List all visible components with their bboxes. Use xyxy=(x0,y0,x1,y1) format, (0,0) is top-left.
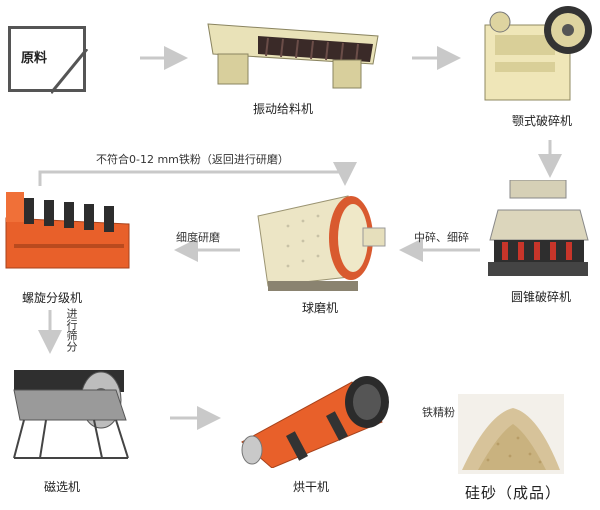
return-note-label: 不符合0-12 mm铁粉（返回进行研磨） xyxy=(96,153,289,166)
fine-grind-label: 细度研磨 xyxy=(176,231,220,244)
vibrating-feeder-image xyxy=(207,23,379,89)
cone-crusher-image xyxy=(488,180,589,276)
cone-crusher-label: 圆锥破碎机 xyxy=(511,290,572,304)
arrow-return-loop xyxy=(38,162,357,186)
jaw-crusher-image xyxy=(484,6,592,101)
dryer-label: 烘干机 xyxy=(293,480,330,494)
raw-material-label: 原料 xyxy=(21,51,48,66)
magnetic-separator-image xyxy=(13,370,129,459)
spiral-classifier-image xyxy=(5,192,130,269)
box-diagonal xyxy=(51,49,89,94)
magnetic-separator-label: 磁选机 xyxy=(44,480,81,494)
iron-powder-label: 铁精粉 xyxy=(422,406,455,419)
rotary-dryer-image xyxy=(241,376,389,468)
classifier-label: 螺旋分级机 xyxy=(22,291,83,305)
silica-sand-image xyxy=(458,394,564,474)
crush-label: 中碎、细碎 xyxy=(414,231,469,244)
ball-mill-image xyxy=(257,195,386,291)
feeder-label: 振动给料机 xyxy=(253,102,314,116)
ball-mill-label: 球磨机 xyxy=(302,301,339,315)
jaw-crusher-label: 颚式破碎机 xyxy=(512,114,573,128)
raw-material-box: 原料 xyxy=(8,26,89,94)
screening-label: 进行筛分 xyxy=(65,308,78,352)
product-label: 硅砂（成品） xyxy=(465,484,562,502)
